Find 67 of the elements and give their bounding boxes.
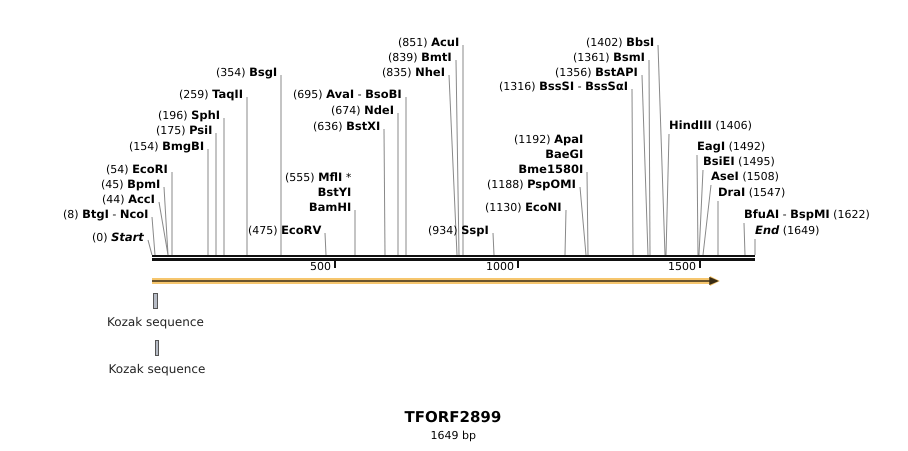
restriction-site-label: (1130) EcoNI bbox=[485, 200, 562, 215]
restriction-site-label: (1188) PspOMI bbox=[487, 177, 576, 192]
leader-line bbox=[580, 186, 586, 256]
leader-line bbox=[642, 74, 648, 256]
leader-line bbox=[666, 134, 670, 256]
restriction-site-label: (44) AccI bbox=[102, 192, 155, 207]
restriction-site-label: (45) BpmI bbox=[101, 177, 160, 192]
leader-line bbox=[354, 210, 356, 256]
leader-line bbox=[586, 172, 588, 256]
leader-line bbox=[148, 240, 152, 256]
restriction-site-label: (0) Start bbox=[92, 230, 144, 245]
leader-line bbox=[702, 184, 712, 256]
sequence-backbone bbox=[152, 255, 755, 261]
leader-line bbox=[456, 60, 460, 256]
restriction-site-label: (851) AcuI bbox=[398, 35, 460, 50]
leader-line bbox=[158, 202, 168, 256]
restriction-site-label: (1356) BstAPI bbox=[555, 65, 638, 80]
restriction-site-label: (1192) ApaI BaeGI Bme1580I bbox=[514, 132, 584, 177]
restriction-site-label: (475) EcoRV bbox=[248, 223, 322, 238]
leader-line bbox=[632, 88, 634, 256]
leader-line bbox=[280, 74, 282, 256]
restriction-site-label: (259) TaqII bbox=[179, 87, 243, 102]
feature-label: Kozak sequence bbox=[108, 362, 206, 376]
restriction-site-label: (175) PsiI bbox=[156, 123, 212, 138]
restriction-site-label: (695) AvaI - BsoBI bbox=[293, 87, 402, 102]
leader-line bbox=[384, 128, 386, 256]
restriction-site-label: HindIII (1406) bbox=[669, 118, 752, 133]
restriction-site-label: (1361) BsmI bbox=[573, 50, 645, 65]
leader-line bbox=[164, 186, 168, 256]
restriction-site-label: (674) NdeI bbox=[331, 103, 394, 118]
sequence-length: 1649 bp bbox=[430, 428, 476, 443]
restriction-site-label: (196) SphI bbox=[158, 108, 220, 123]
restriction-site-label: (934) SspI bbox=[428, 223, 489, 238]
leader-line bbox=[648, 60, 650, 256]
restriction-site-label: BsiEI (1495) bbox=[703, 154, 775, 169]
leader-line bbox=[658, 44, 666, 256]
ruler-label: 500 bbox=[310, 259, 331, 274]
leader-line bbox=[698, 170, 704, 256]
leader-line bbox=[324, 232, 326, 256]
ruler-label: 1000 bbox=[486, 259, 514, 274]
restriction-site-label: (354) BsgI bbox=[216, 65, 278, 80]
leader-line bbox=[744, 222, 746, 256]
restriction-site-label: (1402) BbsI bbox=[586, 35, 654, 50]
leader-line bbox=[754, 238, 756, 256]
feature-label: Kozak sequence bbox=[107, 315, 204, 329]
restriction-site-label: (154) BmgBI bbox=[129, 139, 204, 154]
restriction-site-label: AseI (1508) bbox=[711, 169, 779, 184]
restriction-site-label: (839) BmtI bbox=[388, 50, 452, 65]
map-title: TFORF2899 bbox=[404, 410, 502, 425]
leader-line bbox=[448, 74, 458, 256]
leader-line bbox=[462, 44, 464, 256]
ruler-label: 1500 bbox=[668, 259, 696, 274]
restriction-site-label: (8) BtgI - NcoI bbox=[63, 207, 148, 222]
leader-line bbox=[152, 216, 156, 256]
restriction-site-label: EagI (1492) bbox=[697, 139, 766, 154]
restriction-site-label: (835) NheI bbox=[382, 65, 445, 80]
restriction-site-label: (54) EcoRI bbox=[106, 162, 168, 177]
restriction-site-label: DraI (1547) bbox=[718, 185, 786, 200]
restriction-site-label: BfuAI - BspMI (1622) bbox=[744, 207, 870, 222]
restriction-site-label: (636) BstXI bbox=[313, 119, 380, 134]
restriction-site-label: End (1649) bbox=[755, 223, 820, 238]
restriction-site-label: (1316) BssSI - BssSαI bbox=[499, 79, 628, 94]
leader-line bbox=[564, 210, 566, 256]
leader-line bbox=[492, 232, 494, 256]
leader-line bbox=[696, 154, 698, 256]
restriction-site-label: (555) MflI* BstYI BamHI bbox=[285, 170, 352, 215]
leader-line bbox=[246, 96, 248, 256]
